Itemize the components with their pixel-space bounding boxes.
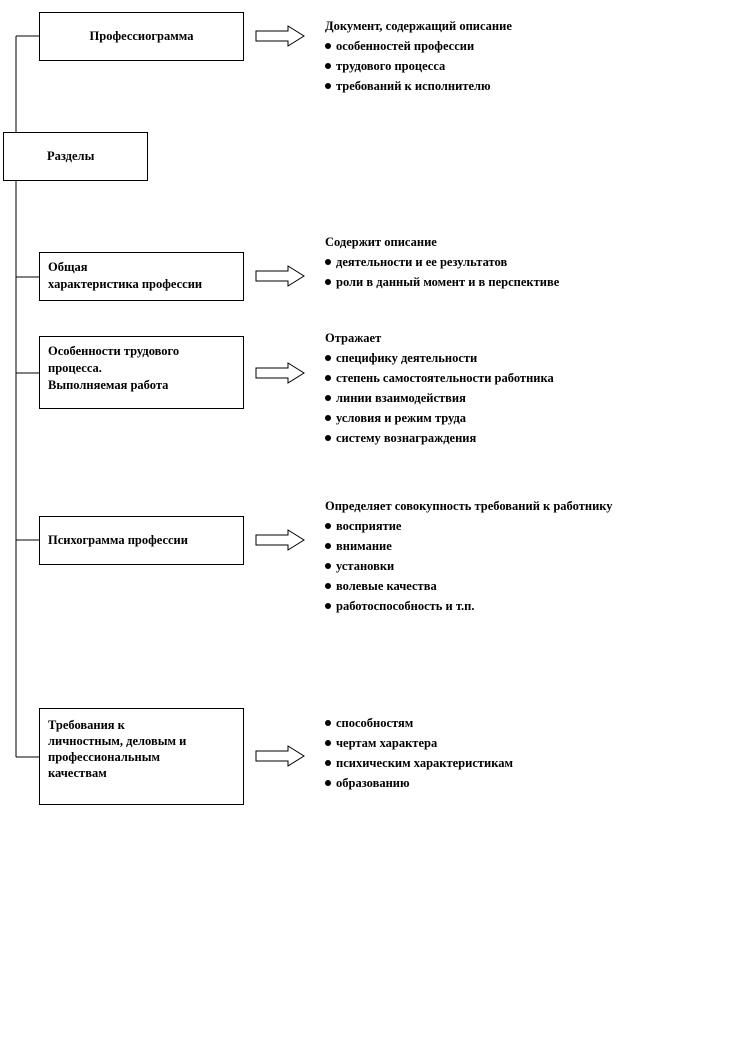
list-item: деятельности и ее результатов [325,252,559,272]
arrow-right-icon [255,529,305,551]
list-item: волевые качества [325,576,613,596]
professiogram-description: Документ, содержащий описание особенност… [325,16,512,96]
description-heading: Отражает [325,331,382,345]
bullet-icon [325,375,331,381]
requirements-label-line-2: личностным, деловым и [48,734,187,748]
bullet-icon [325,435,331,441]
psychogram-box: Психограмма профессии [39,516,244,565]
description-list: способностям чертам характера психически… [325,713,513,793]
requirements-label-line-4: качествам [48,766,107,780]
description-heading: Определяет совокупность требований к раб… [325,499,613,513]
list-item: условия и режим труда [325,408,554,428]
list-item: способностям [325,713,513,733]
general-description: Содержит описание деятельности и ее резу… [325,232,559,292]
bullet-icon [325,395,331,401]
list-item: роли в данный момент и в перспективе [325,272,559,292]
bullet-icon [325,583,331,589]
professiogram-label: Профессиограмма [89,29,194,43]
features-label-line-2: процесса. [48,361,102,375]
bullet-icon [325,720,331,726]
general-box: Общая характеристика профессии [39,252,244,301]
features-description: Отражает специфику деятельности степень … [325,328,554,448]
bullet-icon [325,43,331,49]
list-item: систему вознаграждения [325,428,554,448]
description-list: специфику деятельности степень самостоят… [325,348,554,448]
bullet-icon [325,415,331,421]
description-list: особенностей профессии трудового процесс… [325,36,512,96]
professiogram-box: Профессиограмма [39,12,244,61]
description-list: деятельности и ее результатов роли в дан… [325,252,559,292]
arrow-right-icon [255,362,305,384]
list-item: линии взаимодействия [325,388,554,408]
list-item: особенностей профессии [325,36,512,56]
bullet-icon [325,563,331,569]
bullet-icon [325,259,331,265]
bullet-icon [325,760,331,766]
list-item: требований к исполнителю [325,76,512,96]
list-item: установки [325,556,613,576]
general-label-line-2: характеристика профессии [48,277,203,291]
bullet-icon [325,279,331,285]
bullet-icon [325,740,331,746]
bullet-icon [325,780,331,786]
arrow-right-icon [255,745,305,767]
features-label-line-3: Выполняемая работа [48,378,169,392]
bullet-icon [325,523,331,529]
list-item: специфику деятельности [325,348,554,368]
list-item: образованию [325,773,513,793]
sections-label: Разделы [47,149,95,163]
psychogram-description: Определяет совокупность требований к раб… [325,496,613,616]
description-heading: Документ, содержащий описание [325,19,512,33]
sections-box: Разделы [3,132,148,181]
list-item: работоспособность и т.п. [325,596,613,616]
general-label-line-1: Общая [48,260,88,274]
list-item: психическим характеристикам [325,753,513,773]
bullet-icon [325,355,331,361]
description-list: восприятие внимание установки волевые ка… [325,516,613,616]
features-box: Особенности трудового процесса. Выполняе… [39,336,244,409]
list-item: восприятие [325,516,613,536]
bullet-icon [325,63,331,69]
bullet-icon [325,543,331,549]
arrow-right-icon [255,265,305,287]
features-label-line-1: Особенности трудового [48,344,180,358]
list-item: трудового процесса [325,56,512,76]
psychogram-label: Психограмма профессии [48,533,188,547]
list-item: чертам характера [325,733,513,753]
list-item: внимание [325,536,613,556]
requirements-description: способностям чертам характера психически… [325,713,513,793]
requirements-label-line-1: Требования к [48,718,125,732]
requirements-box: Требования к личностным, деловым и профе… [39,708,244,805]
description-heading: Содержит описание [325,235,437,249]
list-item: степень самостоятельности работника [325,368,554,388]
arrow-right-icon [255,25,305,47]
requirements-label-line-3: профессиональным [48,750,160,764]
bullet-icon [325,83,331,89]
bullet-icon [325,603,331,609]
